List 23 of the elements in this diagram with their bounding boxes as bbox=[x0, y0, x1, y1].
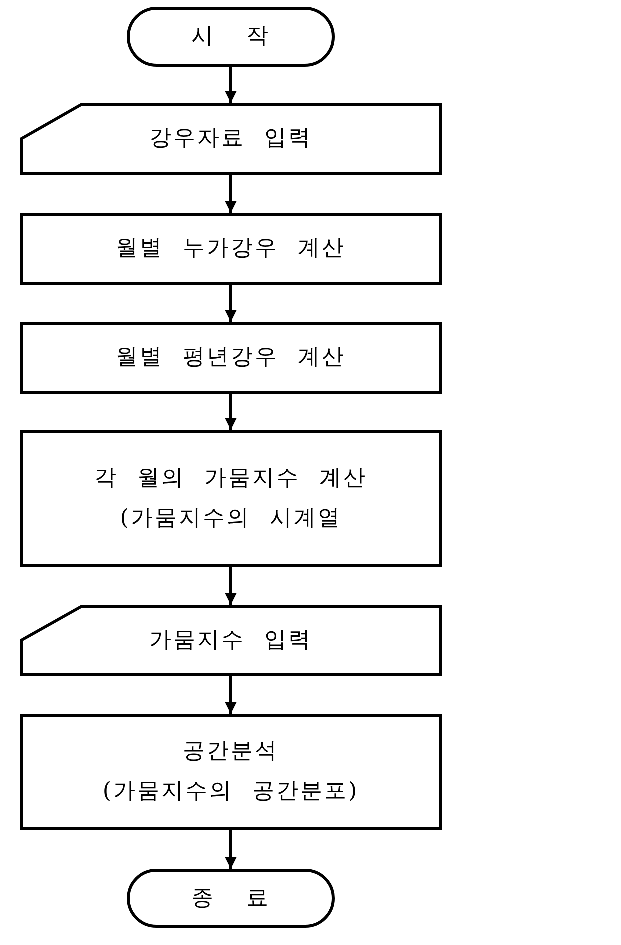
arrow bbox=[225, 567, 237, 605]
manual-input-shape bbox=[20, 605, 442, 676]
manual-input-shape bbox=[20, 103, 442, 175]
process-box bbox=[20, 213, 442, 285]
node-text: 강우자료 입력 bbox=[150, 125, 312, 154]
node-text: (가뭄지수의 공간분포) bbox=[102, 778, 360, 806]
node-text: 월별 누가강우 계산 bbox=[116, 235, 346, 264]
node-text: 종 료 bbox=[192, 884, 270, 913]
arrow bbox=[225, 175, 237, 213]
node-text: (가뭄지수의 시계열 bbox=[120, 504, 342, 532]
arrow bbox=[225, 394, 237, 430]
process-box bbox=[20, 714, 442, 830]
process-box bbox=[20, 322, 442, 394]
arrow bbox=[225, 830, 237, 869]
arrow bbox=[225, 285, 237, 322]
node-text: 가뭄지수 입력 bbox=[150, 626, 312, 655]
node-text: 시 작 bbox=[192, 23, 270, 52]
node-text: 각 월의 가뭄지수 계산 bbox=[94, 464, 368, 493]
process-box bbox=[20, 430, 442, 567]
arrow bbox=[225, 67, 237, 103]
node-text: 월별 평년강우 계산 bbox=[116, 344, 346, 372]
node-text: 공간분석 bbox=[183, 738, 279, 766]
arrow bbox=[225, 676, 237, 714]
